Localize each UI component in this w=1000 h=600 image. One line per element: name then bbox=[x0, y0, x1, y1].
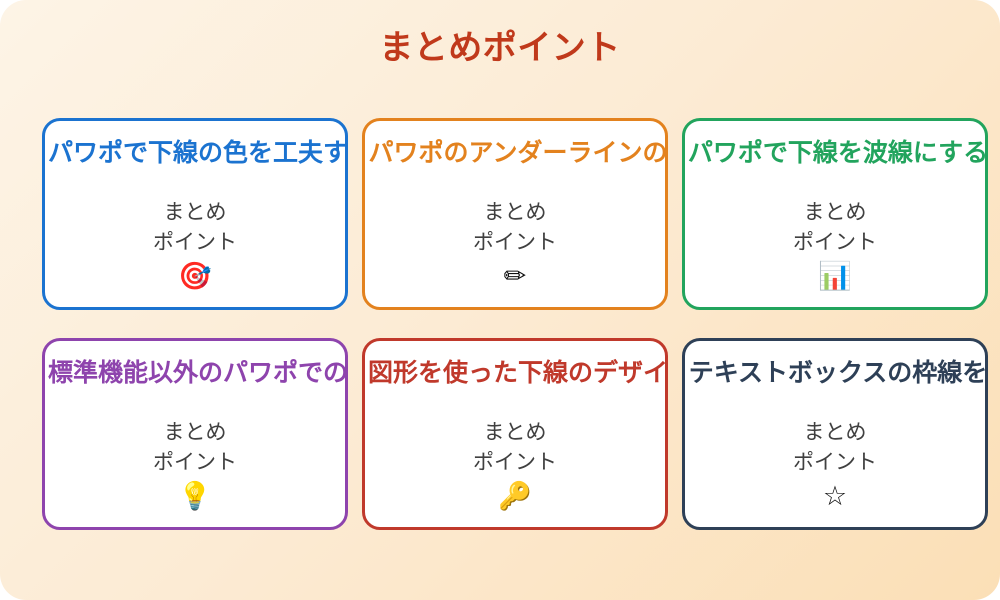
summary-card-6[interactable]: テキストボックスの枠線を まとめ ポイント ☆ bbox=[682, 338, 988, 530]
card-body-text: まとめ ポイント bbox=[473, 200, 557, 255]
summary-card-3[interactable]: パワポで下線を波線にする まとめ ポイント 📊 bbox=[682, 118, 988, 310]
summary-card-4[interactable]: 標準機能以外のパワポでの まとめ ポイント 💡 bbox=[42, 338, 348, 530]
summary-card-1[interactable]: パワポで下線の色を工夫す まとめ ポイント 🎯 bbox=[42, 118, 348, 310]
card-title: 図形を使った下線のデザイ bbox=[367, 358, 668, 387]
page-title: まとめポイント bbox=[379, 28, 621, 68]
card-title: パワポで下線を波線にする bbox=[687, 138, 989, 167]
card-body-text: まとめ ポイント bbox=[793, 200, 877, 255]
bar-chart-icon: 📊 bbox=[818, 261, 852, 292]
card-title: パワポで下線の色を工夫す bbox=[47, 138, 348, 167]
star-icon: ☆ bbox=[822, 481, 848, 512]
light-bulb-icon: 💡 bbox=[178, 481, 212, 512]
card-body-text: まとめ ポイント bbox=[153, 200, 237, 255]
card-title: パワポのアンダーラインの bbox=[368, 138, 668, 167]
key-icon: 🔑 bbox=[498, 481, 532, 512]
card-body-text: まとめ ポイント bbox=[153, 420, 237, 475]
summary-card-5[interactable]: 図形を使った下線のデザイ まとめ ポイント 🔑 bbox=[362, 338, 668, 530]
pencil-icon: ✏ bbox=[503, 261, 527, 292]
card-title: テキストボックスの枠線を bbox=[688, 358, 988, 387]
card-body-text: まとめ ポイント bbox=[473, 420, 557, 475]
card-title: 標準機能以外のパワポでの bbox=[47, 358, 348, 387]
summary-card-2[interactable]: パワポのアンダーラインの まとめ ポイント ✏ bbox=[362, 118, 668, 310]
summary-card-grid: パワポで下線の色を工夫す まとめ ポイント 🎯 パワポのアンダーラインの まとめ… bbox=[42, 118, 988, 530]
target-icon: 🎯 bbox=[178, 261, 212, 292]
card-body-text: まとめ ポイント bbox=[793, 420, 877, 475]
